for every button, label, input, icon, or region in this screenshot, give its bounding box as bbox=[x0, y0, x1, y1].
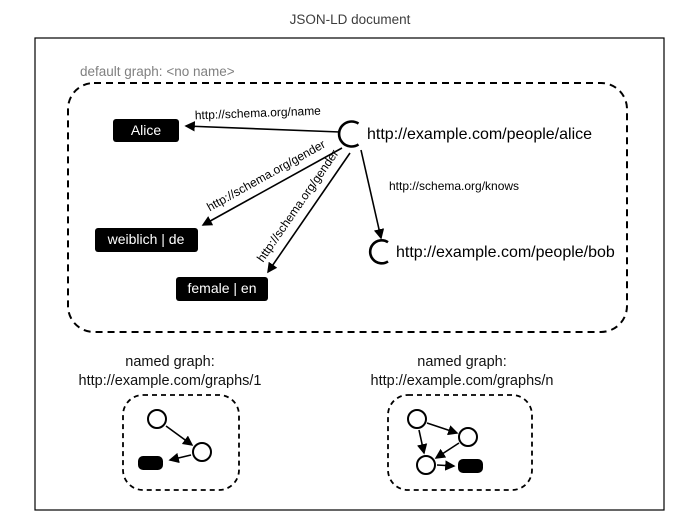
alice-node-icon bbox=[337, 120, 360, 148]
named-graph-n-container bbox=[387, 394, 533, 491]
name-edge-label: http://schema.org/name bbox=[195, 104, 322, 123]
bob-node-icon bbox=[368, 239, 389, 265]
gender-de-literal-box bbox=[95, 228, 198, 252]
graph1-edge-b-literal bbox=[168, 452, 192, 464]
named-graph-1: named graph: http://example.com/graphs/1 bbox=[79, 354, 262, 491]
named-graph-n-label: named graph: bbox=[417, 354, 506, 370]
document-frame bbox=[34, 37, 665, 511]
graph1-literal-box bbox=[138, 456, 163, 470]
bob-node-iri: http://example.com/people/bob bbox=[396, 244, 615, 261]
name-literal-text: Alice bbox=[131, 122, 162, 138]
default-graph-label: default graph: <no name> bbox=[80, 64, 235, 79]
knows-edge-label: http://schema.org/knows bbox=[389, 179, 519, 193]
named-graph-n-iri: http://example.com/graphs/n bbox=[371, 373, 554, 389]
diagram-title: JSON-LD document bbox=[290, 12, 411, 27]
graphn-edge-b-c bbox=[434, 442, 460, 459]
named-graph-n: named graph: http://example.com/graphs/n bbox=[371, 354, 554, 491]
graphn-edge-c-literal bbox=[436, 460, 456, 471]
graphn-literal-box bbox=[458, 459, 483, 473]
named-graph-1-label: named graph: bbox=[125, 354, 214, 370]
name-literal-box bbox=[113, 119, 179, 142]
named-graph-1-iri: http://example.com/graphs/1 bbox=[79, 373, 262, 389]
alice-node-iri: http://example.com/people/alice bbox=[367, 126, 592, 143]
gender-en-literal: female | en bbox=[176, 277, 268, 301]
default-graph-container bbox=[67, 82, 628, 333]
graph1-edge-a-b bbox=[165, 425, 194, 446]
graph1-node-a-icon bbox=[147, 409, 167, 429]
graphn-node-c-icon bbox=[416, 455, 436, 475]
gender-en-edge-arrow bbox=[267, 152, 351, 274]
gender-de-literal-text: weiblich | de bbox=[107, 231, 185, 247]
graphn-edge-a-b bbox=[426, 422, 459, 436]
gender-en-literal-text: female | en bbox=[187, 280, 256, 296]
name-edge-arrow bbox=[184, 121, 341, 133]
graph1-node-b-icon bbox=[192, 442, 212, 462]
name-literal: Alice bbox=[113, 119, 179, 142]
graphn-edge-a-c bbox=[417, 429, 428, 455]
knows-edge-arrow bbox=[360, 149, 385, 240]
graphn-node-a-icon bbox=[407, 409, 427, 429]
gender-en-literal-box bbox=[176, 277, 268, 301]
graphn-node-b-icon bbox=[458, 427, 478, 447]
gender-de-edge-arrow bbox=[201, 147, 343, 226]
named-graph-1-container bbox=[122, 394, 240, 491]
gender-de-literal: weiblich | de bbox=[95, 228, 198, 252]
